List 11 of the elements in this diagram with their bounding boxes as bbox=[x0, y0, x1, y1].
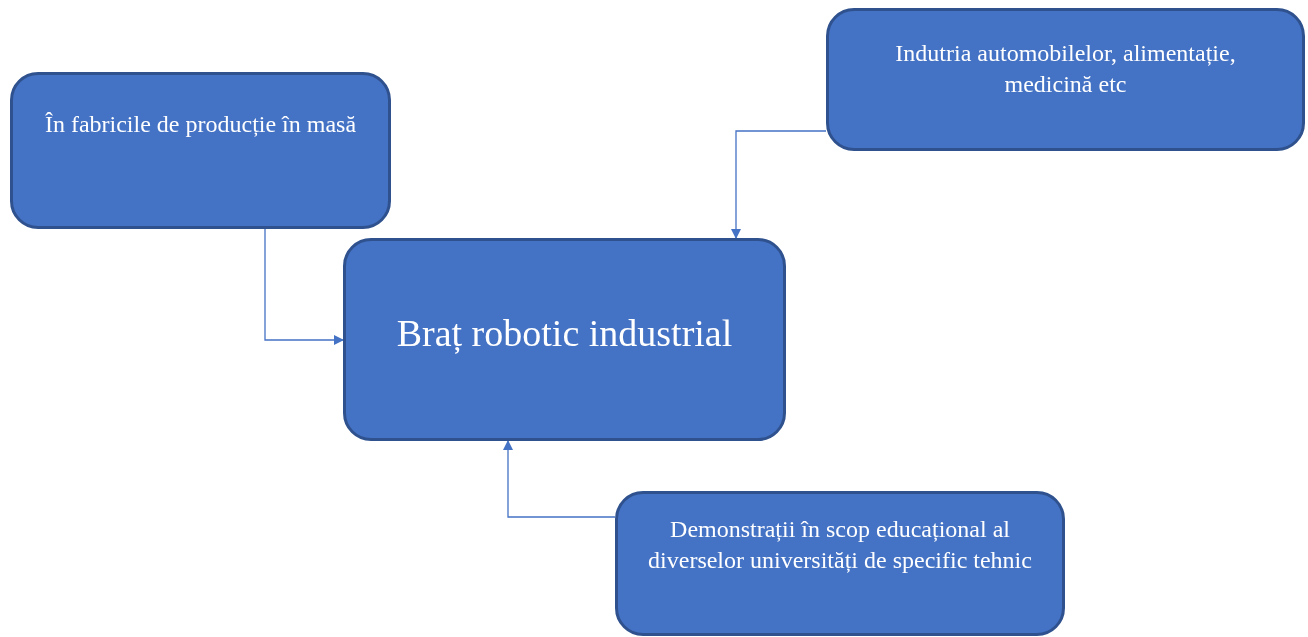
arrow bbox=[264, 228, 344, 345]
rounded-box bbox=[343, 238, 786, 441]
box-text: Braț robotic industrial bbox=[396, 311, 733, 356]
rounded-box bbox=[10, 72, 391, 229]
rounded-box bbox=[826, 8, 1305, 151]
arrow bbox=[503, 440, 616, 518]
arrow bbox=[731, 130, 827, 239]
box-text: Demonstrații în scop educațional al diverselor universități de specific tehnic bbox=[647, 515, 1033, 576]
box-text: În fabricile de producție în masă bbox=[44, 110, 357, 139]
rounded-box bbox=[615, 491, 1065, 636]
box-text: Indutria automobilelor, alimentație, medicină etc bbox=[894, 39, 1237, 100]
